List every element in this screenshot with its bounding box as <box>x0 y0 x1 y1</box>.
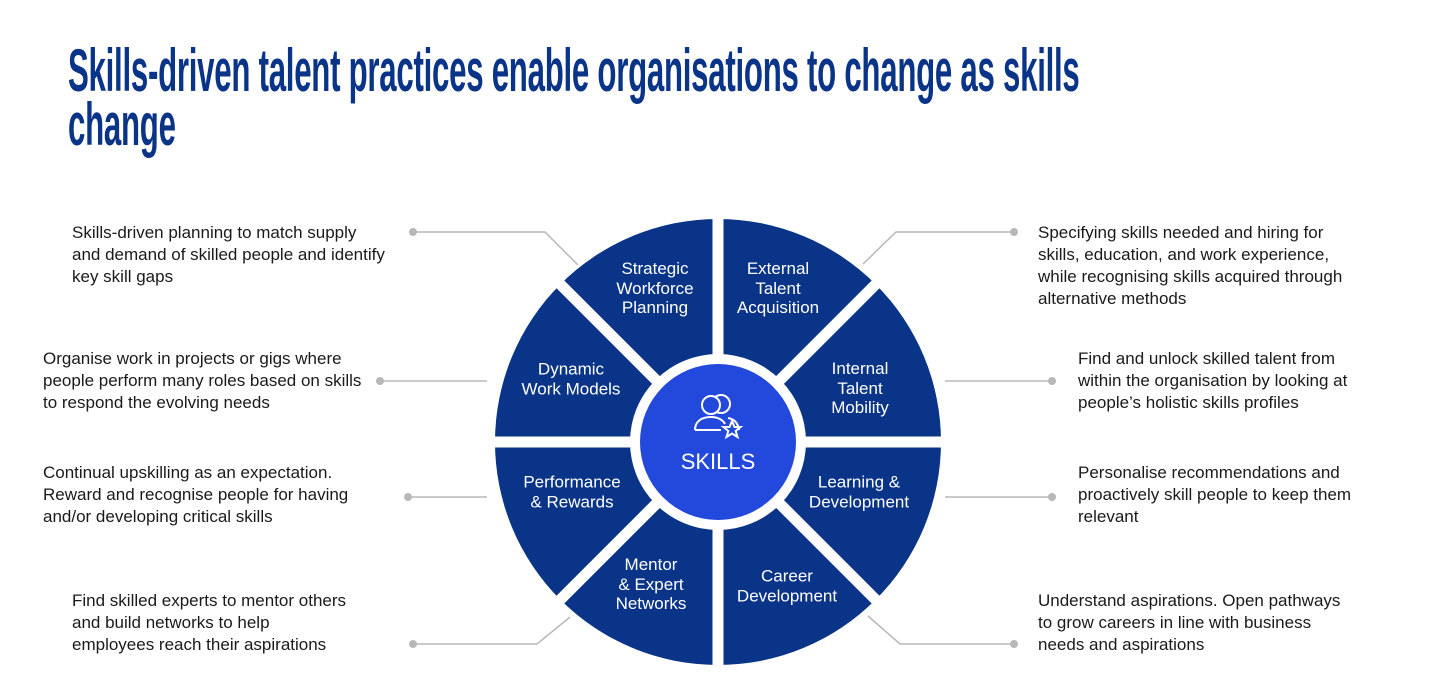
segment-learning-development: Learning &Development <box>809 473 909 512</box>
title-line-1: Skills-driven talent practices enable or… <box>68 37 1080 104</box>
text-line: within the organisation by looking at <box>1078 371 1348 390</box>
description-external: Specifying skills needed and hiring for s… <box>1038 222 1342 310</box>
text-line: Skills-driven planning to match supply <box>72 223 357 242</box>
text-line: employees reach their aspirations <box>72 635 327 654</box>
text-line: Specifying skills needed and hiring for <box>1038 223 1324 242</box>
text-line: Planning <box>621 297 689 317</box>
text-line: Mobility <box>831 397 889 417</box>
connector-strategic <box>413 231 579 266</box>
description-career: Understand aspirations. Open pathways to … <box>1038 590 1340 656</box>
connector-external <box>862 231 1014 265</box>
text-line: people perform many roles based on skill… <box>43 371 362 390</box>
text-line: & Rewards <box>530 492 614 511</box>
text-line: and demand of skilled people and identif… <box>72 245 385 264</box>
segment-performance-rewards: Performance& Rewards <box>523 473 620 512</box>
people-star-icon <box>694 394 744 440</box>
text-line: Development <box>736 586 838 605</box>
connectors <box>380 231 1052 645</box>
text-line: and build networks to help <box>72 613 270 632</box>
text-line: & Expert <box>618 574 684 594</box>
connector-dots <box>376 228 1056 648</box>
text-line: Strategic <box>621 258 689 278</box>
text-line: Understand aspirations. Open pathways <box>1038 591 1341 610</box>
text-line: Find skilled experts to mentor others <box>72 591 347 610</box>
text-line: Networks <box>615 593 687 613</box>
text-line: External <box>746 258 810 278</box>
connector-career <box>867 615 1014 645</box>
text-line: Reward and recognise people for having <box>43 485 349 504</box>
text-line: Workforce <box>616 278 694 298</box>
text-line: Development <box>808 492 910 511</box>
title-line-2: change <box>68 91 176 158</box>
text-line: alternative methods <box>1038 289 1187 308</box>
description-dynamic: Organise work in projects or gigs where p… <box>43 348 361 414</box>
connector-mentor <box>413 616 571 645</box>
text-line: Mentor <box>624 554 678 574</box>
text-line: Personalise recommendations and <box>1078 463 1340 482</box>
text-line: Find and unlock skilled talent from <box>1078 349 1336 368</box>
text-line: people’s holistic skills profiles <box>1078 393 1299 412</box>
text-line: while recognising skills acquired throug… <box>1038 267 1343 286</box>
text-line: skills, education, and work experience, <box>1038 245 1330 264</box>
text-line: key skill gaps <box>72 267 174 286</box>
text-line: needs and aspirations <box>1038 635 1205 654</box>
text-line: to grow careers in line with business <box>1038 613 1312 632</box>
text-line: to respond the evolving needs <box>43 393 270 412</box>
text-line: Organise work in projects or gigs where <box>43 349 342 368</box>
text-line: Internal <box>831 358 889 378</box>
text-line: relevant <box>1078 507 1139 526</box>
text-line: Talent <box>755 278 801 298</box>
description-internal: Find and unlock skilled talent from withi… <box>1078 348 1347 414</box>
text-line: Career <box>761 566 813 586</box>
text-line: Performance <box>523 472 621 492</box>
text-line: and/or developing critical skills <box>43 507 273 526</box>
text-line: Talent <box>837 378 883 398</box>
description-mentor: Find skilled experts to mentor others and… <box>72 590 346 656</box>
text-line: Work Models <box>521 379 621 398</box>
text-line: proactively skill people to keep them <box>1078 485 1352 504</box>
description-performance: Continual upskilling as an expectation. R… <box>43 462 348 528</box>
text-line: Learning & <box>817 472 901 492</box>
page-title: Skills-driven talent practices enable or… <box>68 37 1080 158</box>
text-line: Acquisition <box>736 297 820 317</box>
text-line: Continual upskilling as an expectation. <box>43 463 333 482</box>
description-learning: Personalise recommendations and proactive… <box>1078 462 1351 528</box>
center-circle <box>640 364 796 520</box>
description-strategic: Skills-driven planning to match supply an… <box>72 222 385 288</box>
text-line: Dynamic <box>537 359 605 379</box>
center-label: SKILLS <box>680 449 756 474</box>
